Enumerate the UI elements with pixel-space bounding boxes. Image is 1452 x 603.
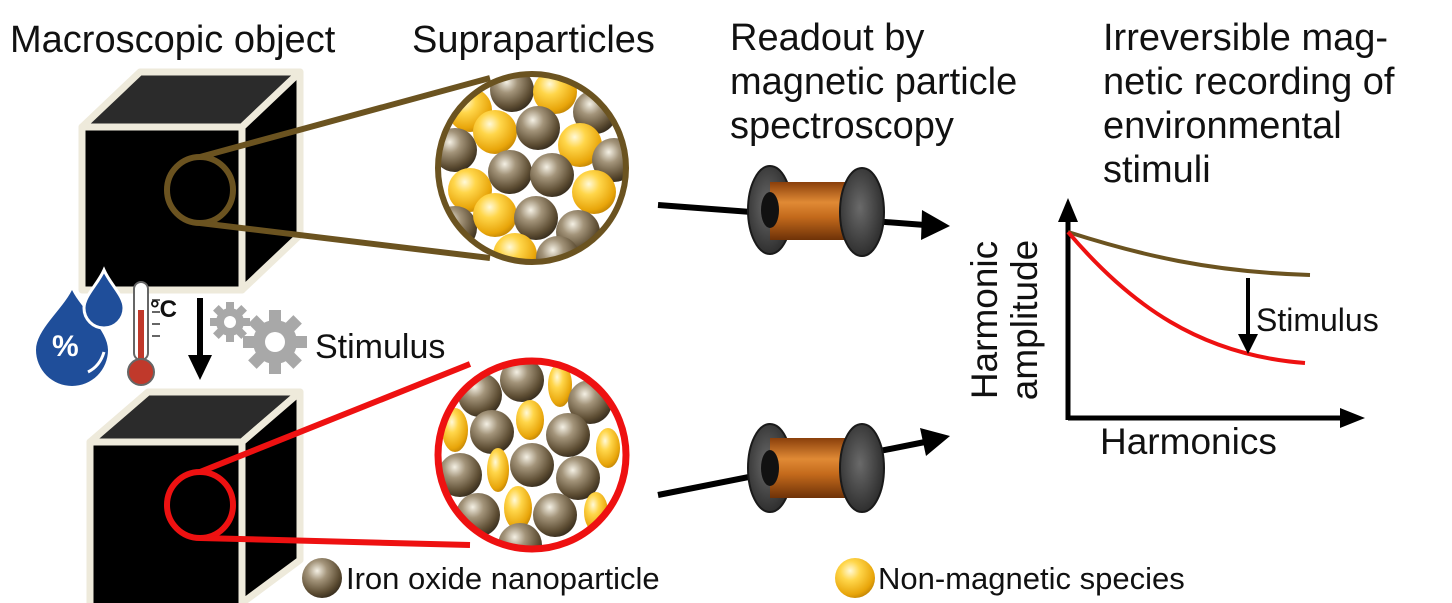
legend-iron-swatch (302, 558, 342, 598)
thermometer-icon (127, 281, 160, 386)
header-supraparticles: Supraparticles (412, 19, 655, 61)
legend-nonmag-swatch (835, 558, 875, 598)
stimulus-arrow-icon (188, 298, 212, 380)
header-readout-line3: spectroscopy (730, 105, 954, 147)
header-readout: Readout by magnetic particle spectroscop… (730, 16, 1017, 148)
chart-ylabel-line1: Harmonic (964, 240, 1005, 400)
humidity-percent-symbol: % (52, 330, 79, 363)
macroscopic-cube-bottom (86, 361, 472, 603)
chart-xlabel: Harmonics (1100, 421, 1277, 462)
header-macroscopic-object: Macroscopic object (10, 19, 336, 61)
legend-nonmag-label: Non-magnetic species (878, 561, 1185, 596)
macroscopic-cube-top (78, 68, 491, 294)
header-irreversible-line3: environmental (1103, 105, 1342, 147)
supraparticle-degraded (434, 357, 630, 553)
temperature-unit: °C (150, 296, 177, 323)
supraparticle-intact (435, 71, 629, 265)
header-irreversible: Irreversible mag- netic recording of env… (1103, 16, 1395, 192)
legend-iron-label: Iron oxide nanoparticle (346, 561, 660, 596)
harmonic-chart (1058, 198, 1365, 428)
gears-icon (210, 302, 307, 374)
chart-stimulus-annotation: Stimulus (1256, 302, 1379, 338)
header-irreversible-line4: stimuli (1103, 149, 1211, 191)
coil-icon-top (747, 165, 885, 257)
coil-icon-bottom (747, 423, 885, 513)
curve-after-stimulus (1066, 230, 1306, 365)
header-irreversible-line1: Irreversible mag- (1103, 17, 1389, 59)
header-readout-line2: magnetic particle (730, 61, 1018, 103)
chart-ylabel-line2: amplitude (1004, 239, 1045, 401)
stimulus-label: Stimulus (315, 328, 446, 366)
humidity-drop-icon (36, 266, 126, 386)
curve-before-stimulus (1067, 230, 1311, 277)
header-irreversible-line2: netic recording of (1103, 61, 1395, 103)
header-readout-line1: Readout by (730, 17, 925, 59)
